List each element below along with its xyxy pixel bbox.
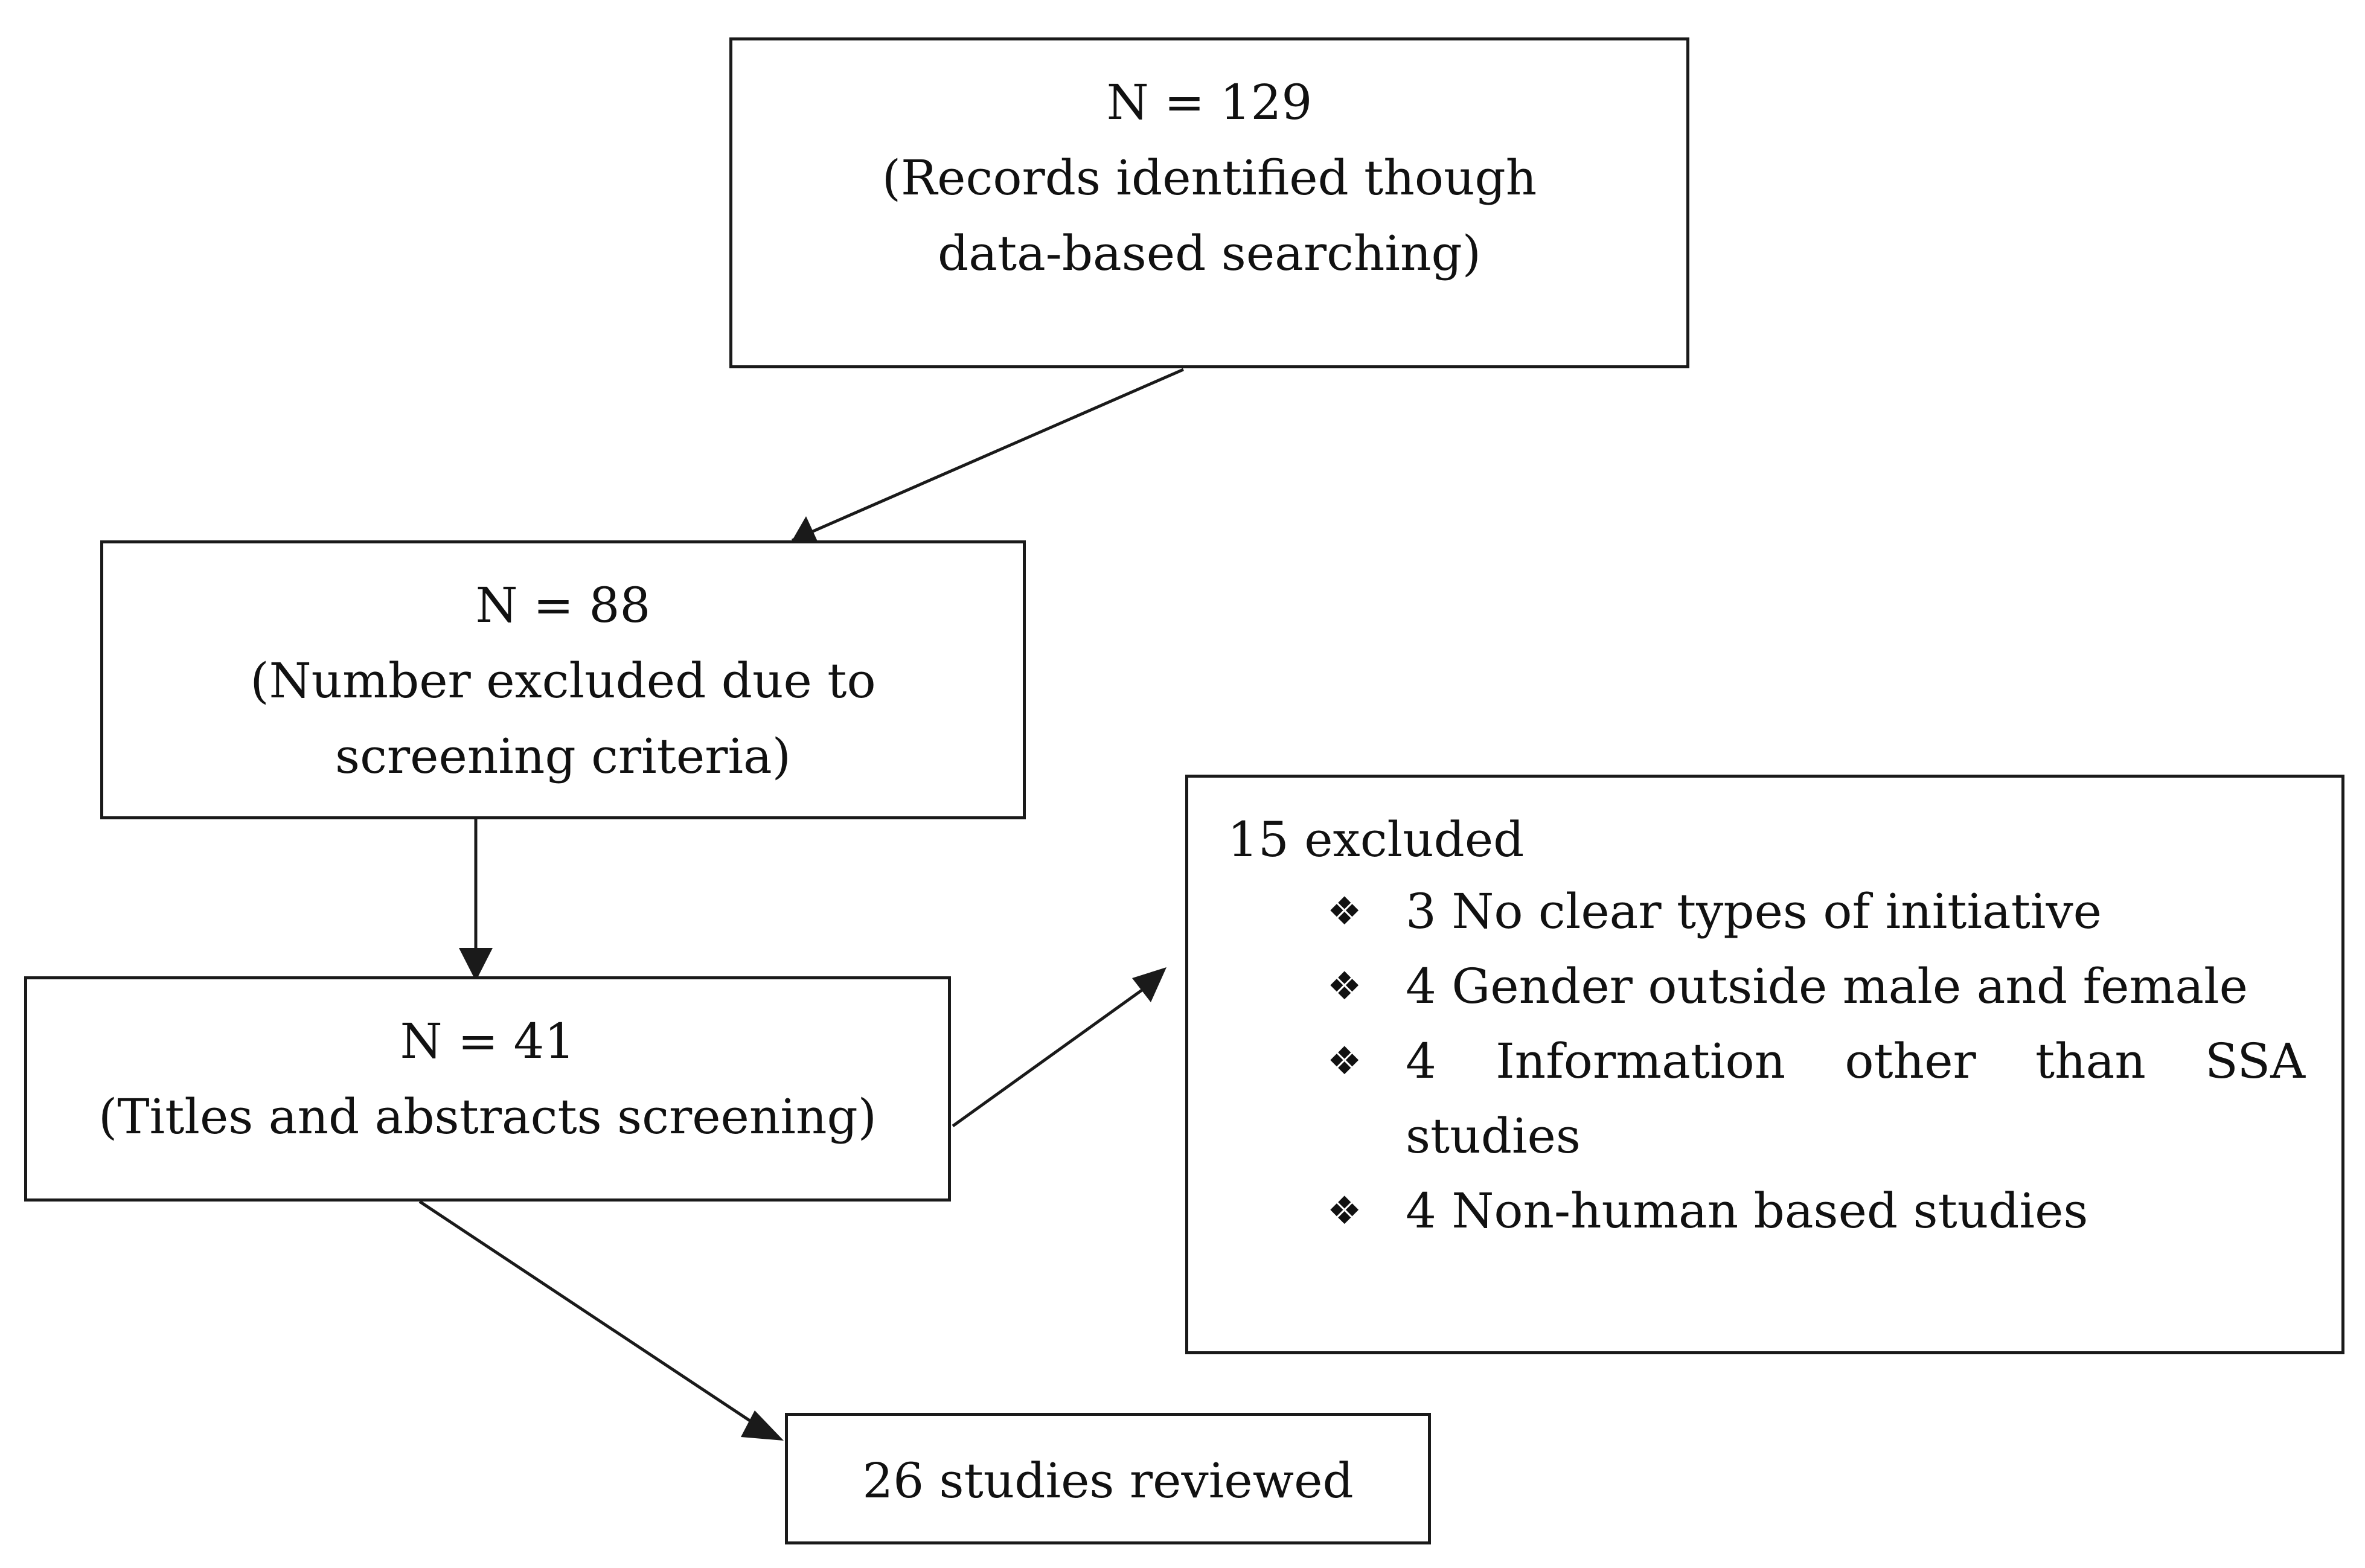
titles-count: N = 41 [400, 1013, 575, 1069]
excluded-screening-description-line2: screening criteria) [335, 728, 791, 784]
records-count: N = 129 [1106, 74, 1313, 130]
exclusion-reason-item: ❖ 4 Gender outside male and female [1327, 949, 2305, 1024]
diamond-four-dots-icon: ❖ [1327, 964, 1362, 1009]
exclusion-reason-item: ❖ 4 Information other than SSA studies [1327, 1024, 2305, 1174]
arrow-titles-to-excluded15 [952, 982, 1151, 1128]
exclusion-reason-text: 4 Non-human based studies [1406, 1183, 2088, 1239]
records-description-line2: data-based searching) [938, 225, 1481, 281]
exclusion-reason-text: 4 Information other than SSA studies [1406, 1033, 2305, 1164]
diamond-four-dots-icon: ❖ [1327, 889, 1362, 934]
arrow-records-to-excluded-screening [791, 368, 1185, 542]
node-records-identified: N = 129 (Records identified though data-… [729, 37, 1689, 368]
diamond-four-dots-icon: ❖ [1327, 1189, 1362, 1234]
node-excluded-screening: N = 88 (Number excluded due to screening… [100, 540, 1026, 819]
exclusion-reason-text: 4 Gender outside male and female [1406, 958, 2248, 1014]
node-titles-abstracts-screening: N = 41 (Titles and abstracts screening) [24, 976, 951, 1202]
node-studies-reviewed: 26 studies reviewed [785, 1413, 1431, 1544]
node-excluded-15: 15 excluded ❖ 3 No clear types of initia… [1185, 775, 2344, 1354]
diamond-four-dots-icon: ❖ [1327, 1039, 1362, 1084]
reviewed-label: 26 studies reviewed [862, 1453, 1354, 1509]
excluded-screening-count: N = 88 [475, 577, 651, 633]
exclusion-reason-text: 3 No clear types of initiative [1406, 883, 2102, 939]
excluded-screening-description-line1: (Number excluded due to [250, 653, 876, 709]
exclusion-reason-item: ❖ 4 Non-human based studies [1327, 1174, 2305, 1249]
arrowhead-records-to-excluded-screening [792, 516, 819, 545]
exclusion-reasons-list: ❖ 3 No clear types of initiative ❖ 4 Gen… [1327, 874, 2305, 1249]
arrowhead-titles-to-reviewed [741, 1410, 784, 1441]
arrowhead-excluded-screening-to-titles [459, 948, 493, 981]
exclusion-reason-item: ❖ 3 No clear types of initiative [1327, 874, 2305, 949]
records-description-line1: (Records identified though [882, 150, 1537, 206]
excluded-15-title: 15 excluded [1227, 811, 1525, 868]
arrow-titles-to-reviewed [418, 1200, 762, 1430]
titles-description: (Titles and abstracts screening) [98, 1089, 877, 1145]
arrowhead-titles-to-excluded15 [1132, 967, 1166, 1002]
